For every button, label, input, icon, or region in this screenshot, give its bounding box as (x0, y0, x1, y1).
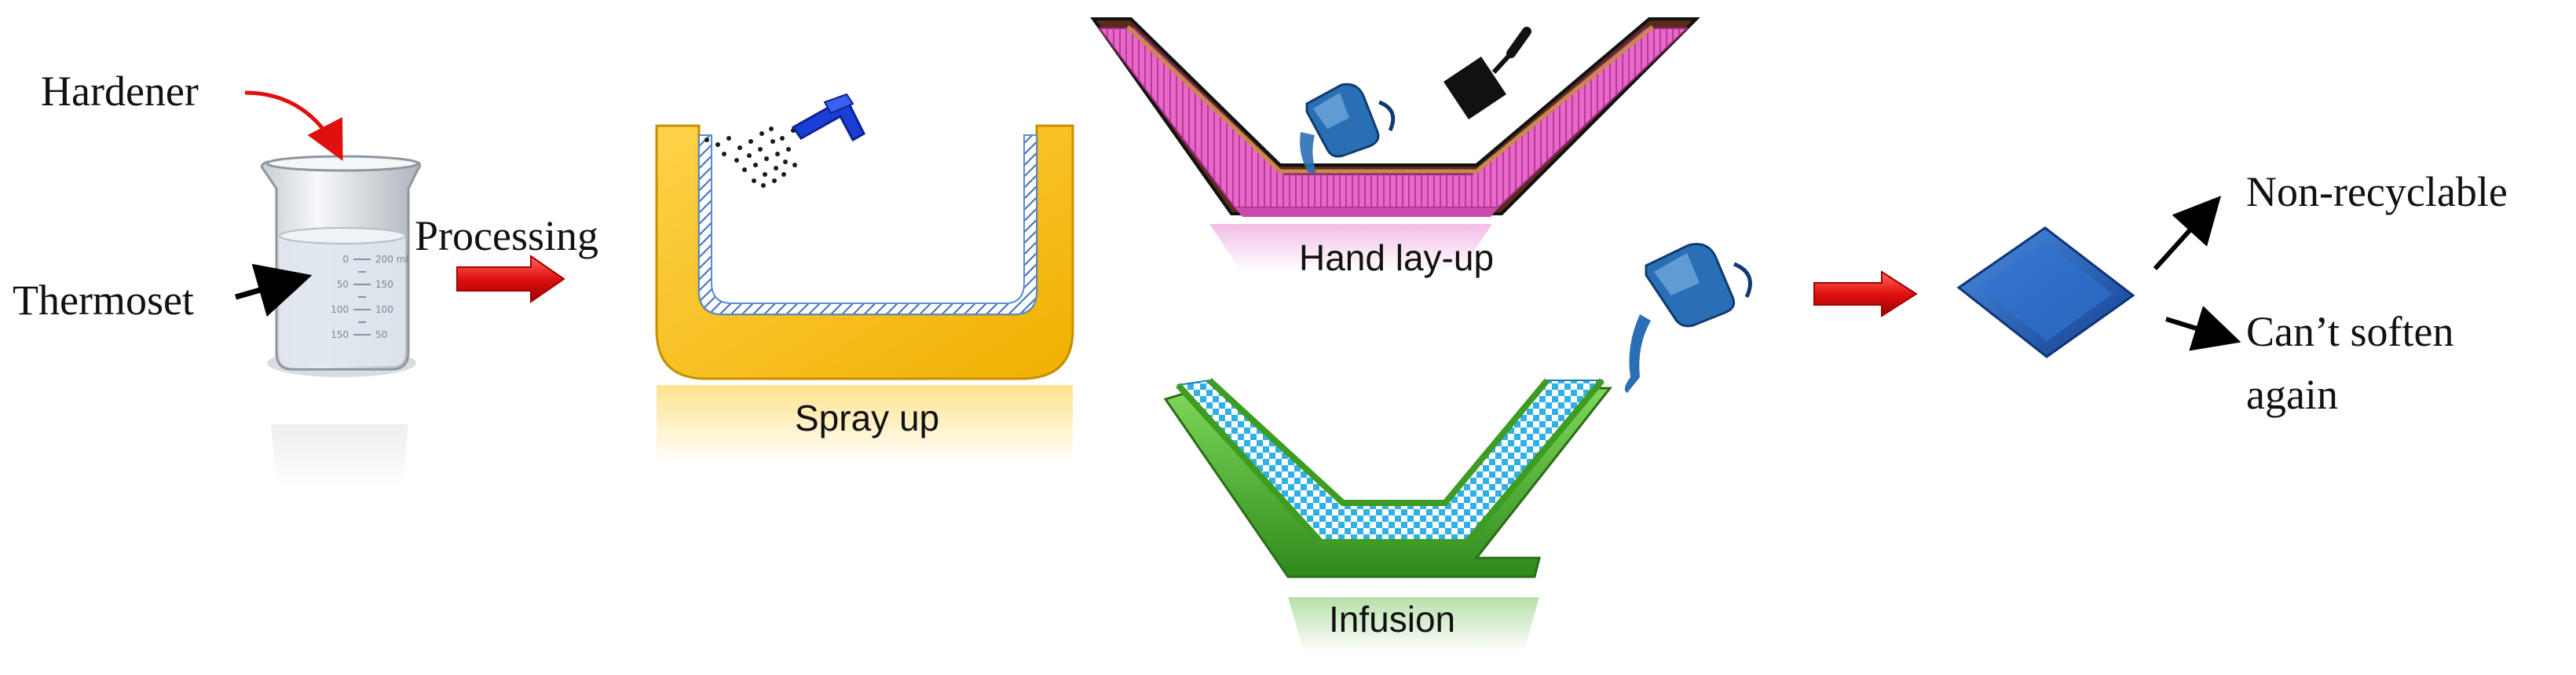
spray-up-mold (655, 124, 1074, 464)
arrow-to-cant-soften (2165, 306, 2241, 351)
spray-gun-icon (791, 93, 865, 142)
label-thermoset: Thermoset (13, 277, 194, 324)
scale-left-50: 50 (337, 279, 349, 290)
label-hand-lay-up: Hand lay-up (1299, 237, 1494, 278)
hand-lay-up-mold (1090, 17, 1700, 271)
result-arrow (1813, 270, 1918, 317)
beaker-icon (260, 155, 422, 487)
scale-left-100: 100 (331, 304, 349, 315)
label-non-recyclable: Non-recyclable (2246, 168, 2508, 215)
thermoset-arrow (235, 263, 313, 317)
pouring-jug-icon (1300, 83, 1396, 173)
cured-part-icon (1956, 226, 2135, 358)
arrow-to-non-recyclable (2153, 196, 2222, 271)
infusion-mold (1163, 378, 1613, 652)
processing-arrow (456, 255, 565, 303)
beaker-scale: 0 50 100 150 200 ml 150 100 50 (331, 254, 408, 340)
scale-right-200: 200 ml (375, 254, 408, 265)
hardener-arrow (244, 90, 343, 161)
pouring-jug-icon-infusion (1624, 243, 1752, 393)
label-infusion: Infusion (1329, 599, 1455, 640)
label-processing: Processing (415, 212, 598, 259)
spray-mist (704, 127, 797, 188)
scale-right-150: 150 (375, 279, 393, 290)
scale-right-100: 100 (375, 304, 393, 315)
label-hardener: Hardener (41, 68, 199, 115)
scale-left-150: 150 (331, 329, 349, 340)
label-cant-soften-line2: again (2246, 371, 2338, 418)
label-cant-soften-line1: Can’t soften (2246, 308, 2453, 355)
scale-left-0: 0 (342, 254, 349, 265)
label-spray-up: Spray up (795, 398, 939, 438)
roller-icon (1444, 27, 1531, 119)
scale-right-50: 50 (375, 329, 387, 340)
